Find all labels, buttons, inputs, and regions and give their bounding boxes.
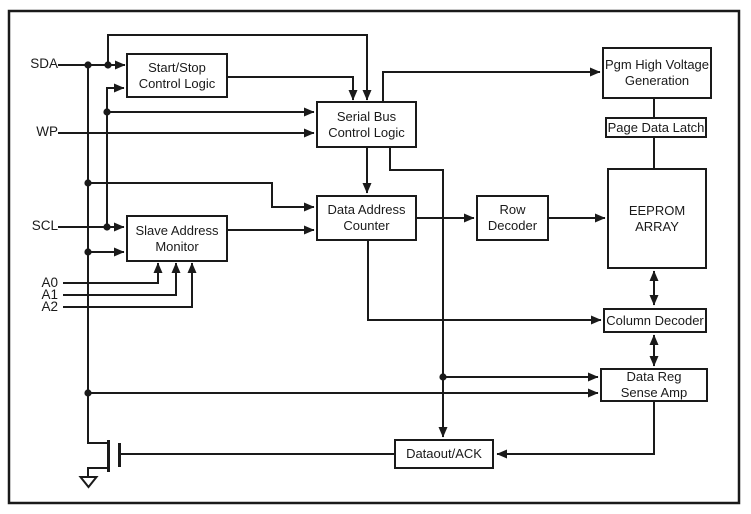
wire-a0 [63, 262, 163, 284]
pin-label-a2: A2 [41, 299, 58, 314]
junction-dots [84, 61, 447, 397]
block-label: Pgm High Voltage Generation [604, 57, 710, 88]
block-label: Dataout/ACK [406, 446, 482, 462]
wire-sda-to-data-address-counter [88, 182, 315, 212]
wire-start-stop-to-serial-bus [228, 76, 358, 101]
wire-scl-rail-to-start-stop [106, 83, 125, 227]
block-label: Slave Address Monitor [135, 222, 219, 254]
block-label: Page Data Latch [607, 119, 705, 135]
block-start-stop-control-logic: Start/Stop Control Logic [126, 53, 228, 98]
wire-sda-loop-to-serial-bus [107, 34, 372, 101]
junction-dot [103, 223, 111, 231]
block-label: Column Decoder [606, 312, 704, 328]
diagram-border [7, 9, 741, 505]
block-eeprom-array: EEPROM ARRAY [607, 168, 707, 269]
wire-dac-to-column-decoder [367, 241, 602, 325]
wire-sda-rail [87, 65, 110, 444]
wire-serial-bus-to-pgm-hv [382, 67, 601, 101]
junction-dot [84, 248, 92, 256]
wire-mosfet-source [87, 467, 110, 477]
block-data-address-counter: Data Address Counter [316, 195, 417, 241]
pin-label-a0: A0 [41, 275, 58, 290]
junction-dot [84, 61, 92, 69]
block-label: Serial Bus Control Logic [328, 108, 405, 140]
pin-label-sda: SDA [30, 56, 58, 71]
wire-a2 [63, 262, 197, 308]
block-label: Data Address Counter [327, 202, 406, 233]
junction-dot [84, 179, 92, 187]
block-label: Start/Stop Control Logic [138, 59, 216, 91]
junction-dot [84, 389, 92, 397]
block-pgm-high-voltage-generation: Pgm High Voltage Generation [602, 47, 712, 99]
wire-data-reg-to-dataout-ack [496, 402, 655, 459]
block-dataout-ack: Dataout/ACK [394, 439, 494, 469]
block-data-reg-sense-amp: Data Reg Sense Amp [600, 368, 708, 402]
pin-label-wp: WP [36, 124, 58, 139]
pin-label-a1: A1 [41, 287, 58, 302]
block-column-decoder: Column Decoder [603, 308, 707, 333]
block-label: Row Decoder [487, 202, 538, 233]
junction-dot [104, 61, 112, 69]
pin-label-scl: SCL [31, 218, 58, 233]
block-label: Data Reg Sense Amp [620, 369, 688, 400]
block-page-data-latch: Page Data Latch [605, 117, 707, 138]
block-row-decoder: Row Decoder [476, 195, 549, 241]
block-slave-address-monitor: Slave Address Monitor [126, 215, 228, 262]
block-serial-bus-control-logic: Serial Bus Control Logic [316, 101, 417, 148]
junction-dot [439, 373, 447, 381]
block-label: EEPROM ARRAY [628, 202, 686, 234]
ground-symbol [78, 476, 99, 489]
wire-serial-bus-to-dataout-ack [389, 148, 448, 438]
junction-dot [103, 108, 111, 116]
wire-a1 [63, 262, 181, 296]
